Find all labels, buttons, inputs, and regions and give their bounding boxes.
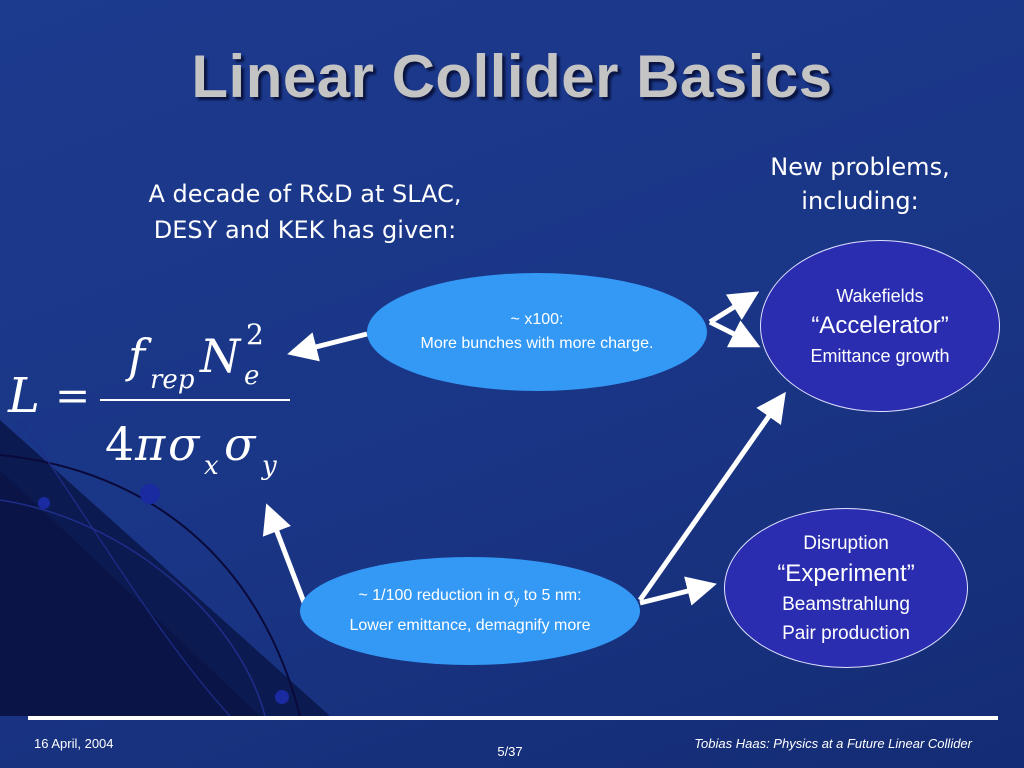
accelerator-line-2: “Accelerator”	[811, 312, 949, 339]
more-bunches-line-2: More bunches with more charge.	[420, 335, 654, 352]
experiment-line-1: Disruption	[803, 532, 889, 554]
more-bunches-line-1: ~ x100:	[510, 311, 564, 328]
arrow-top-to-accel-upper	[708, 291, 760, 325]
formula-lhs: L	[7, 368, 40, 424]
problems-line-2: including:	[801, 187, 919, 215]
luminosity-formula: L = f rep N e 2 4 π σ x σ y	[7, 318, 290, 481]
arrow-bottom-to-exp	[639, 576, 717, 606]
formula-sigma-x: σ	[168, 417, 201, 471]
accelerator-line-1: Wakefields	[836, 286, 924, 306]
lower-emittance-line-1: ~ 1/100 reduction in σy to 5 nm:	[358, 587, 582, 608]
experiment-ellipse: Disruption “Experiment” Beamstrahlung Pa…	[724, 508, 968, 668]
problems-text: New problems, including:	[720, 150, 1000, 218]
formula-f-sub: rep	[150, 365, 195, 395]
more-bunches-ellipse: ~ x100: More bunches with more charge.	[367, 273, 707, 391]
formula-N: N	[199, 329, 242, 383]
formula-sub-y: y	[261, 451, 277, 481]
formula-N-sup: 2	[246, 318, 264, 351]
intro-line-2: DESY and KEK has given:	[153, 216, 457, 244]
lower-emittance-ellipse: ~ 1/100 reduction in σy to 5 nm: Lower e…	[300, 557, 640, 665]
footer-divider	[28, 716, 998, 720]
accelerator-line-3: Emittance growth	[810, 346, 950, 366]
intro-line-1: A decade of R&D at SLAC,	[148, 180, 462, 208]
formula-N-sub: e	[244, 361, 259, 391]
experiment-line-4: Pair production	[782, 622, 910, 644]
problems-line-1: New problems,	[770, 153, 950, 181]
formula-equals: =	[55, 371, 90, 420]
experiment-line-2: “Experiment”	[777, 559, 915, 587]
formula-four: 4	[105, 417, 134, 471]
formula-sigma-y: σ	[224, 417, 257, 471]
footer-page-number: 5/37	[497, 744, 523, 759]
slide-title: Linear Collider Basics	[191, 43, 833, 110]
footer-date: 16 April, 2004	[34, 736, 114, 751]
arrow-bottom-to-accel	[637, 391, 786, 602]
accelerator-ellipse: Wakefields “Accelerator” Emittance growt…	[760, 240, 1000, 412]
formula-pi: π	[134, 417, 166, 471]
experiment-line-3: Beamstrahlung	[782, 593, 910, 615]
formula-sub-x: x	[204, 451, 219, 481]
arrow-top-to-accel-lower	[708, 319, 761, 348]
arrow-bottom-to-formula	[262, 503, 308, 606]
lower-emittance-line-2: Lower emittance, demagnify more	[349, 616, 591, 634]
arrow-top-to-formula	[287, 331, 368, 362]
intro-text: A decade of R&D at SLAC, DESY and KEK ha…	[100, 176, 510, 248]
footer-author: Tobias Haas: Physics at a Future Linear …	[694, 736, 972, 751]
